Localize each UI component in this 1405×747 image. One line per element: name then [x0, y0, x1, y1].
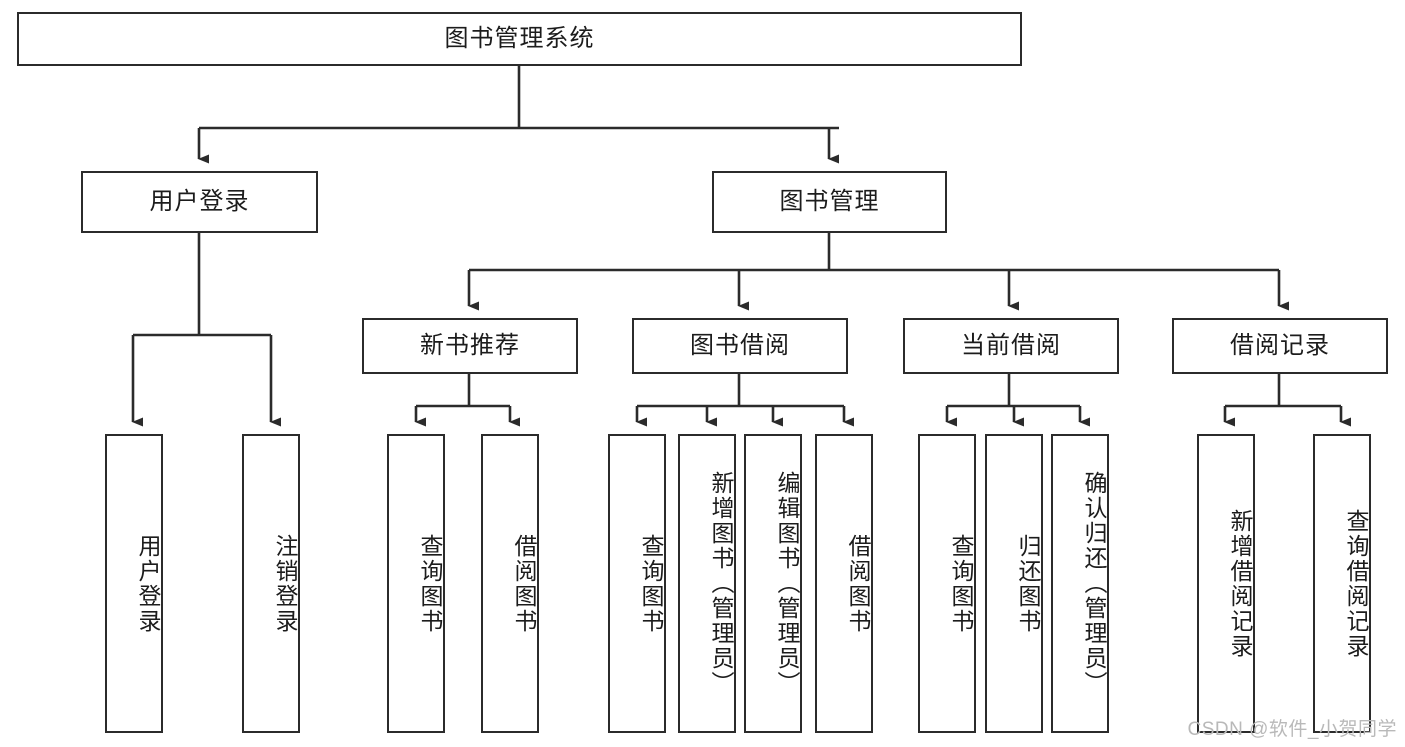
node-label: 确认归还（管理员） — [1081, 471, 1107, 696]
node-book-management[interactable]: 图书管理 — [712, 171, 947, 233]
node-label: 查询借阅记录 — [1343, 508, 1369, 659]
node-borrow-records[interactable]: 借阅记录 — [1172, 318, 1388, 374]
watermark-text: CSDN @软件_小贺同学 — [1187, 719, 1397, 740]
node-book-management-system[interactable]: 图书管理系统 — [17, 12, 1022, 66]
node-book-borrow[interactable]: 图书借阅 — [632, 318, 848, 374]
node-label: 借阅图书 — [511, 533, 537, 634]
node-label: 用户登录 — [135, 533, 161, 634]
node-label: 图书借阅 — [690, 331, 790, 359]
node-label: 用户登录 — [149, 187, 250, 215]
node-label: 借阅图书 — [845, 533, 871, 634]
node-label: 查询图书 — [948, 533, 974, 634]
leaf-user-login-login[interactable]: 用户登录 — [105, 434, 163, 733]
node-label: 注销登录 — [272, 533, 298, 634]
leaf-borrow-edit-book[interactable]: 编辑图书（管理员） — [744, 434, 802, 733]
node-label: 新增借阅记录 — [1227, 508, 1253, 659]
leaf-borrow-add-book[interactable]: 新增图书（管理员） — [678, 434, 736, 733]
leaf-current-query-book[interactable]: 查询图书 — [918, 434, 976, 733]
node-label: 查询图书 — [638, 533, 664, 634]
leaf-records-query-record[interactable]: 查询借阅记录 — [1313, 434, 1371, 733]
node-label: 当前借阅 — [961, 331, 1061, 359]
node-label: 归还图书 — [1015, 533, 1041, 634]
leaf-current-return-book[interactable]: 归还图书 — [985, 434, 1043, 733]
node-label: 图书管理系统 — [444, 24, 595, 52]
leaf-borrow-borrow-book[interactable]: 借阅图书 — [815, 434, 873, 733]
node-label: 编辑图书（管理员） — [774, 471, 800, 696]
leaf-new-book-borrow[interactable]: 借阅图书 — [481, 434, 539, 733]
leaf-borrow-query-book[interactable]: 查询图书 — [608, 434, 666, 733]
node-label: 图书管理 — [779, 187, 880, 215]
node-label: 新书推荐 — [420, 331, 520, 359]
node-label: 查询图书 — [417, 533, 443, 634]
leaf-user-login-logout[interactable]: 注销登录 — [242, 434, 300, 733]
node-current-borrow[interactable]: 当前借阅 — [903, 318, 1119, 374]
node-user-login[interactable]: 用户登录 — [81, 171, 318, 233]
leaf-new-book-query[interactable]: 查询图书 — [387, 434, 445, 733]
node-label: 借阅记录 — [1230, 331, 1330, 359]
leaf-current-confirm-return[interactable]: 确认归还（管理员） — [1051, 434, 1109, 733]
node-label: 新增图书（管理员） — [708, 471, 734, 696]
leaf-records-add-record[interactable]: 新增借阅记录 — [1197, 434, 1255, 733]
node-new-book-recommend[interactable]: 新书推荐 — [362, 318, 578, 374]
